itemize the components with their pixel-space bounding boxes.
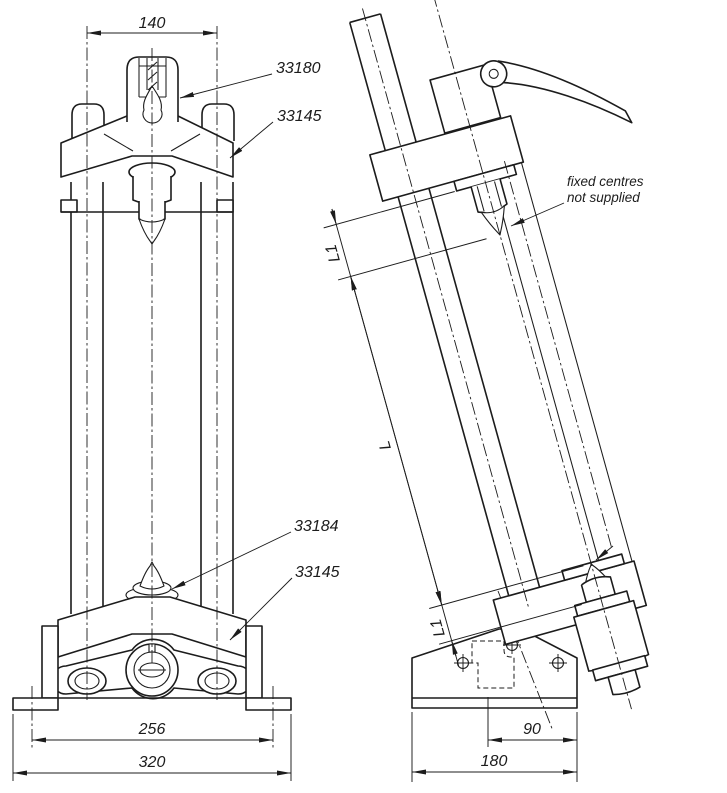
front-columns [70,182,234,614]
dim-180-text: 180 [481,753,508,770]
side-top-arm [369,115,525,202]
side-view: L1 L L1 fixed centres not supplied 90 18… [323,0,650,782]
note-line1: fixed centres [567,174,644,189]
dim-side-centre-offset: 90 [487,697,578,782]
front-base-feet [12,625,292,711]
label-bottom-arm: 33145 [295,564,340,581]
dim-L-text: L [376,439,395,452]
front-view: 140 256 320 33180 33145 33184 33145 [12,15,340,781]
lever-handle [497,60,633,124]
front-top-arm-ribs [103,133,201,152]
note-line2: not supplied [567,190,640,205]
dim-front-overall-width: 320 [12,714,292,781]
label-top-arm: 33145 [277,108,322,125]
label-bottom-centre: 33184 [294,518,339,535]
dim-front-hole-spacing: 256 [32,721,273,743]
dim-L1-top-text: L1 [323,242,344,264]
front-screw-eye [138,58,167,124]
dim-140-text: 140 [139,15,166,32]
side-note: fixed centres not supplied [510,174,644,561]
lever-pivot-hole [488,68,499,79]
side-assembly: L1 L L1 [323,0,650,710]
side-axis-centerline [432,0,632,710]
side-far-column [488,156,634,573]
dim-side-base-width: 180 [411,712,577,782]
side-base-hidden-slot [471,640,515,689]
dim-L1-bottom-text: L1 [428,617,449,639]
dim-320-text: 320 [139,754,166,771]
dim-90-text: 90 [523,721,541,738]
front-left-tab [60,199,78,213]
side-lever [479,60,633,124]
front-leaders: 33180 33145 33184 33145 [171,60,340,641]
label-top-screw: 33180 [276,60,321,77]
dim-front-top-width: 140 [87,15,217,36]
front-right-tab [216,199,234,213]
side-length-dims: L1 L L1 [323,191,584,666]
dim-256-text: 256 [138,721,166,738]
